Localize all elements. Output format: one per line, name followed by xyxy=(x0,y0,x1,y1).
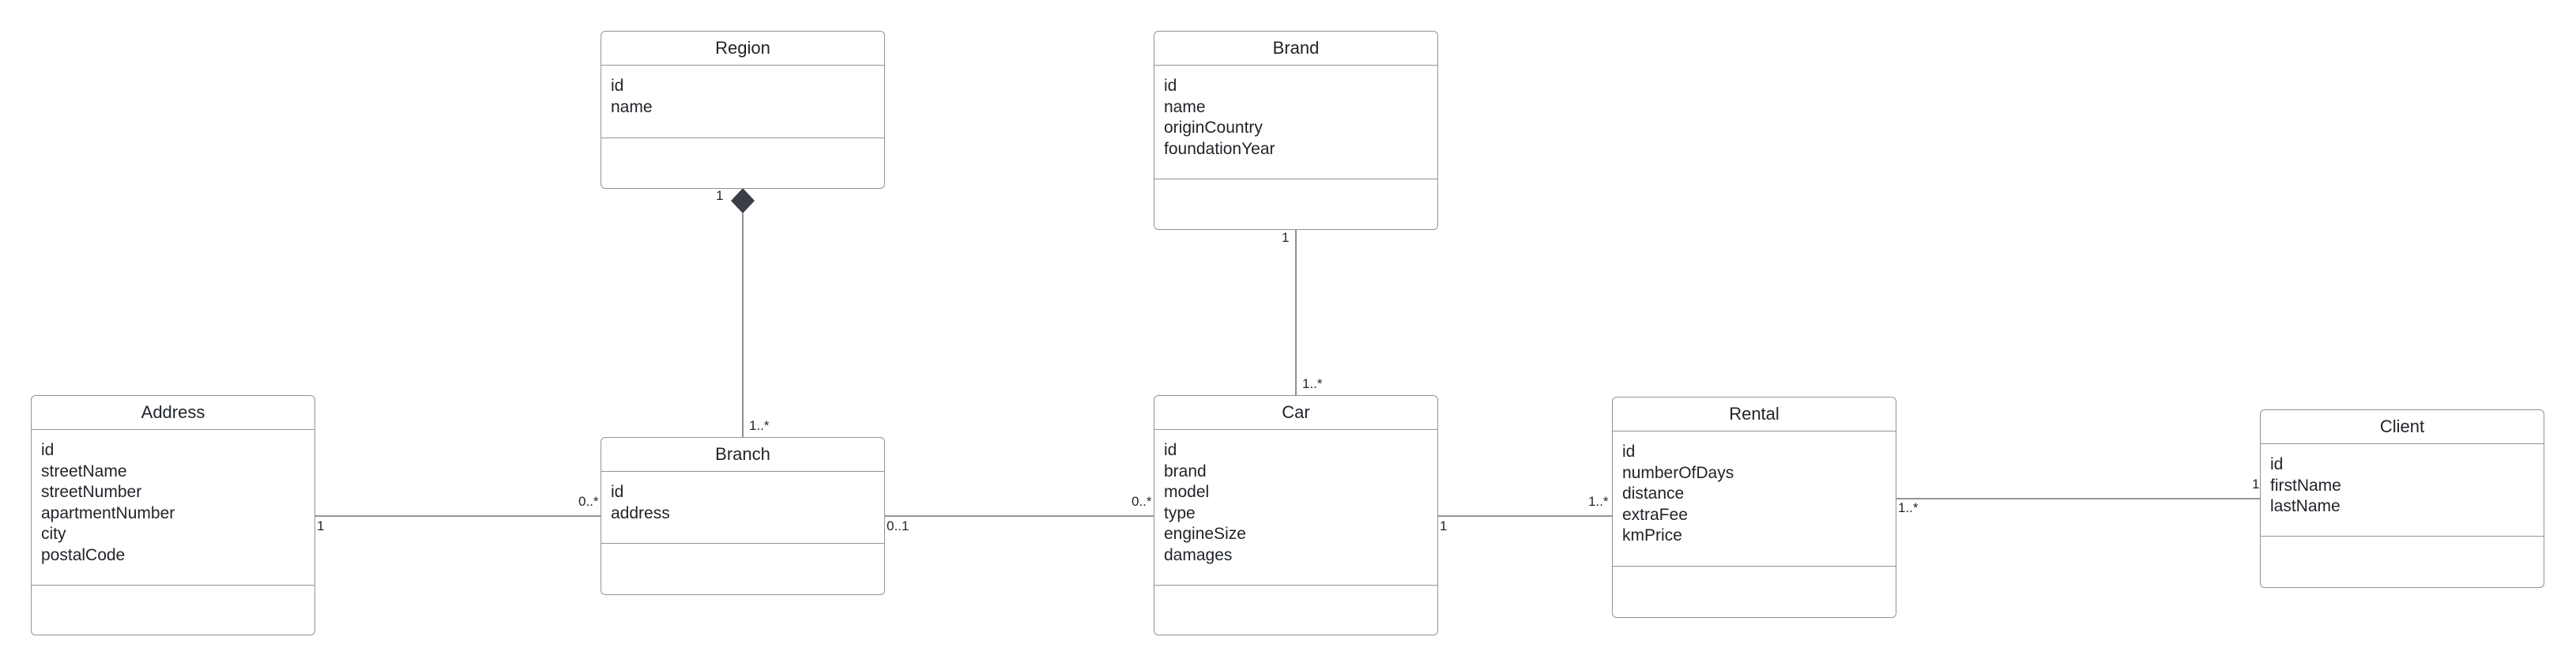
attribute: id xyxy=(1164,441,1177,459)
multiplicity-car-rental-rental: 1..* xyxy=(1588,494,1609,509)
multiplicity-brand-car-car: 1..* xyxy=(1302,376,1323,391)
attribute: streetName xyxy=(41,462,127,480)
operations-divider xyxy=(32,585,314,586)
multiplicity-region-branch-branch: 1..* xyxy=(749,418,770,433)
multiplicity-branch-car-branch: 0..1 xyxy=(887,518,910,533)
attribute: id xyxy=(1622,443,1636,461)
class-brand[interactable]: Brand id name originCountry foundationYe… xyxy=(1154,31,1438,230)
multiplicity-rental-client-client: 1 xyxy=(2252,477,2260,492)
operations-divider xyxy=(2261,536,2544,537)
operations-divider xyxy=(1154,585,1437,586)
attribute: originCountry xyxy=(1164,119,1263,137)
class-branch[interactable]: Branch id address xyxy=(601,437,885,595)
attribute: id xyxy=(1164,77,1177,95)
attribute: distance xyxy=(1622,484,1685,503)
class-name: Car xyxy=(1154,396,1437,430)
attribute: name xyxy=(611,97,653,116)
multiplicity-brand-car-brand: 1 xyxy=(1282,230,1290,245)
attribute: kmPrice xyxy=(1622,526,1682,545)
operations-divider xyxy=(601,543,884,544)
attribute: numberOfDays xyxy=(1622,463,1734,482)
composition-diamond-icon xyxy=(731,188,755,213)
attribute-list: id numberOfDays distance extraFee kmPric… xyxy=(1622,442,1889,547)
attribute-list: id name originCountry foundationYear xyxy=(1164,76,1431,160)
attribute: id xyxy=(611,483,624,501)
class-car[interactable]: Car id brand model type engineSize damag… xyxy=(1154,395,1438,635)
attribute: damages xyxy=(1164,545,1233,564)
attribute: name xyxy=(1164,97,1206,116)
class-name: Region xyxy=(601,32,884,66)
attribute: brand xyxy=(1164,462,1207,480)
attribute: id xyxy=(41,441,55,459)
attribute: foundationYear xyxy=(1164,139,1275,158)
attribute: engineSize xyxy=(1164,525,1246,543)
class-rental[interactable]: Rental id numberOfDays distance extraFee… xyxy=(1612,397,1896,618)
multiplicity-car-rental-car: 1 xyxy=(1440,518,1448,533)
class-name: Client xyxy=(2261,410,2544,444)
class-name: Branch xyxy=(601,438,884,472)
class-address[interactable]: Address id streetName streetNumber apart… xyxy=(31,395,315,635)
multiplicity-rental-client-rental: 1..* xyxy=(1898,500,1919,515)
multiplicity-address-branch-branch: 0..* xyxy=(578,494,599,509)
class-client[interactable]: Client id firstName lastName xyxy=(2260,409,2544,588)
class-name: Brand xyxy=(1154,32,1437,66)
multiplicity-address-branch-address: 1 xyxy=(317,518,325,533)
multiplicity-region-branch-region: 1 xyxy=(716,188,724,203)
attribute: city xyxy=(41,525,66,543)
class-name: Rental xyxy=(1613,398,1896,431)
attribute: address xyxy=(611,503,670,522)
attribute: extraFee xyxy=(1622,505,1688,524)
attribute: streetNumber xyxy=(41,483,142,501)
attribute: model xyxy=(1164,483,1210,501)
attribute: apartmentNumber xyxy=(41,503,175,522)
class-region[interactable]: Region id name xyxy=(601,31,885,189)
attribute-list: id brand model type engineSize damages xyxy=(1164,440,1431,566)
attribute: id xyxy=(611,77,624,95)
attribute: id xyxy=(2270,455,2284,473)
attribute-list: id firstName lastName xyxy=(2270,454,2537,518)
attribute-list: id name xyxy=(611,76,878,118)
multiplicity-branch-car-car: 0..* xyxy=(1132,494,1152,509)
attribute: type xyxy=(1164,503,1196,522)
class-name: Address xyxy=(32,396,314,430)
attribute: postalCode xyxy=(41,545,126,564)
operations-divider xyxy=(1613,566,1896,567)
attribute: firstName xyxy=(2270,476,2341,495)
attribute-list: id address xyxy=(611,482,878,524)
attribute-list: id streetName streetNumber apartmentNumb… xyxy=(41,440,308,566)
attribute: lastName xyxy=(2270,497,2341,515)
